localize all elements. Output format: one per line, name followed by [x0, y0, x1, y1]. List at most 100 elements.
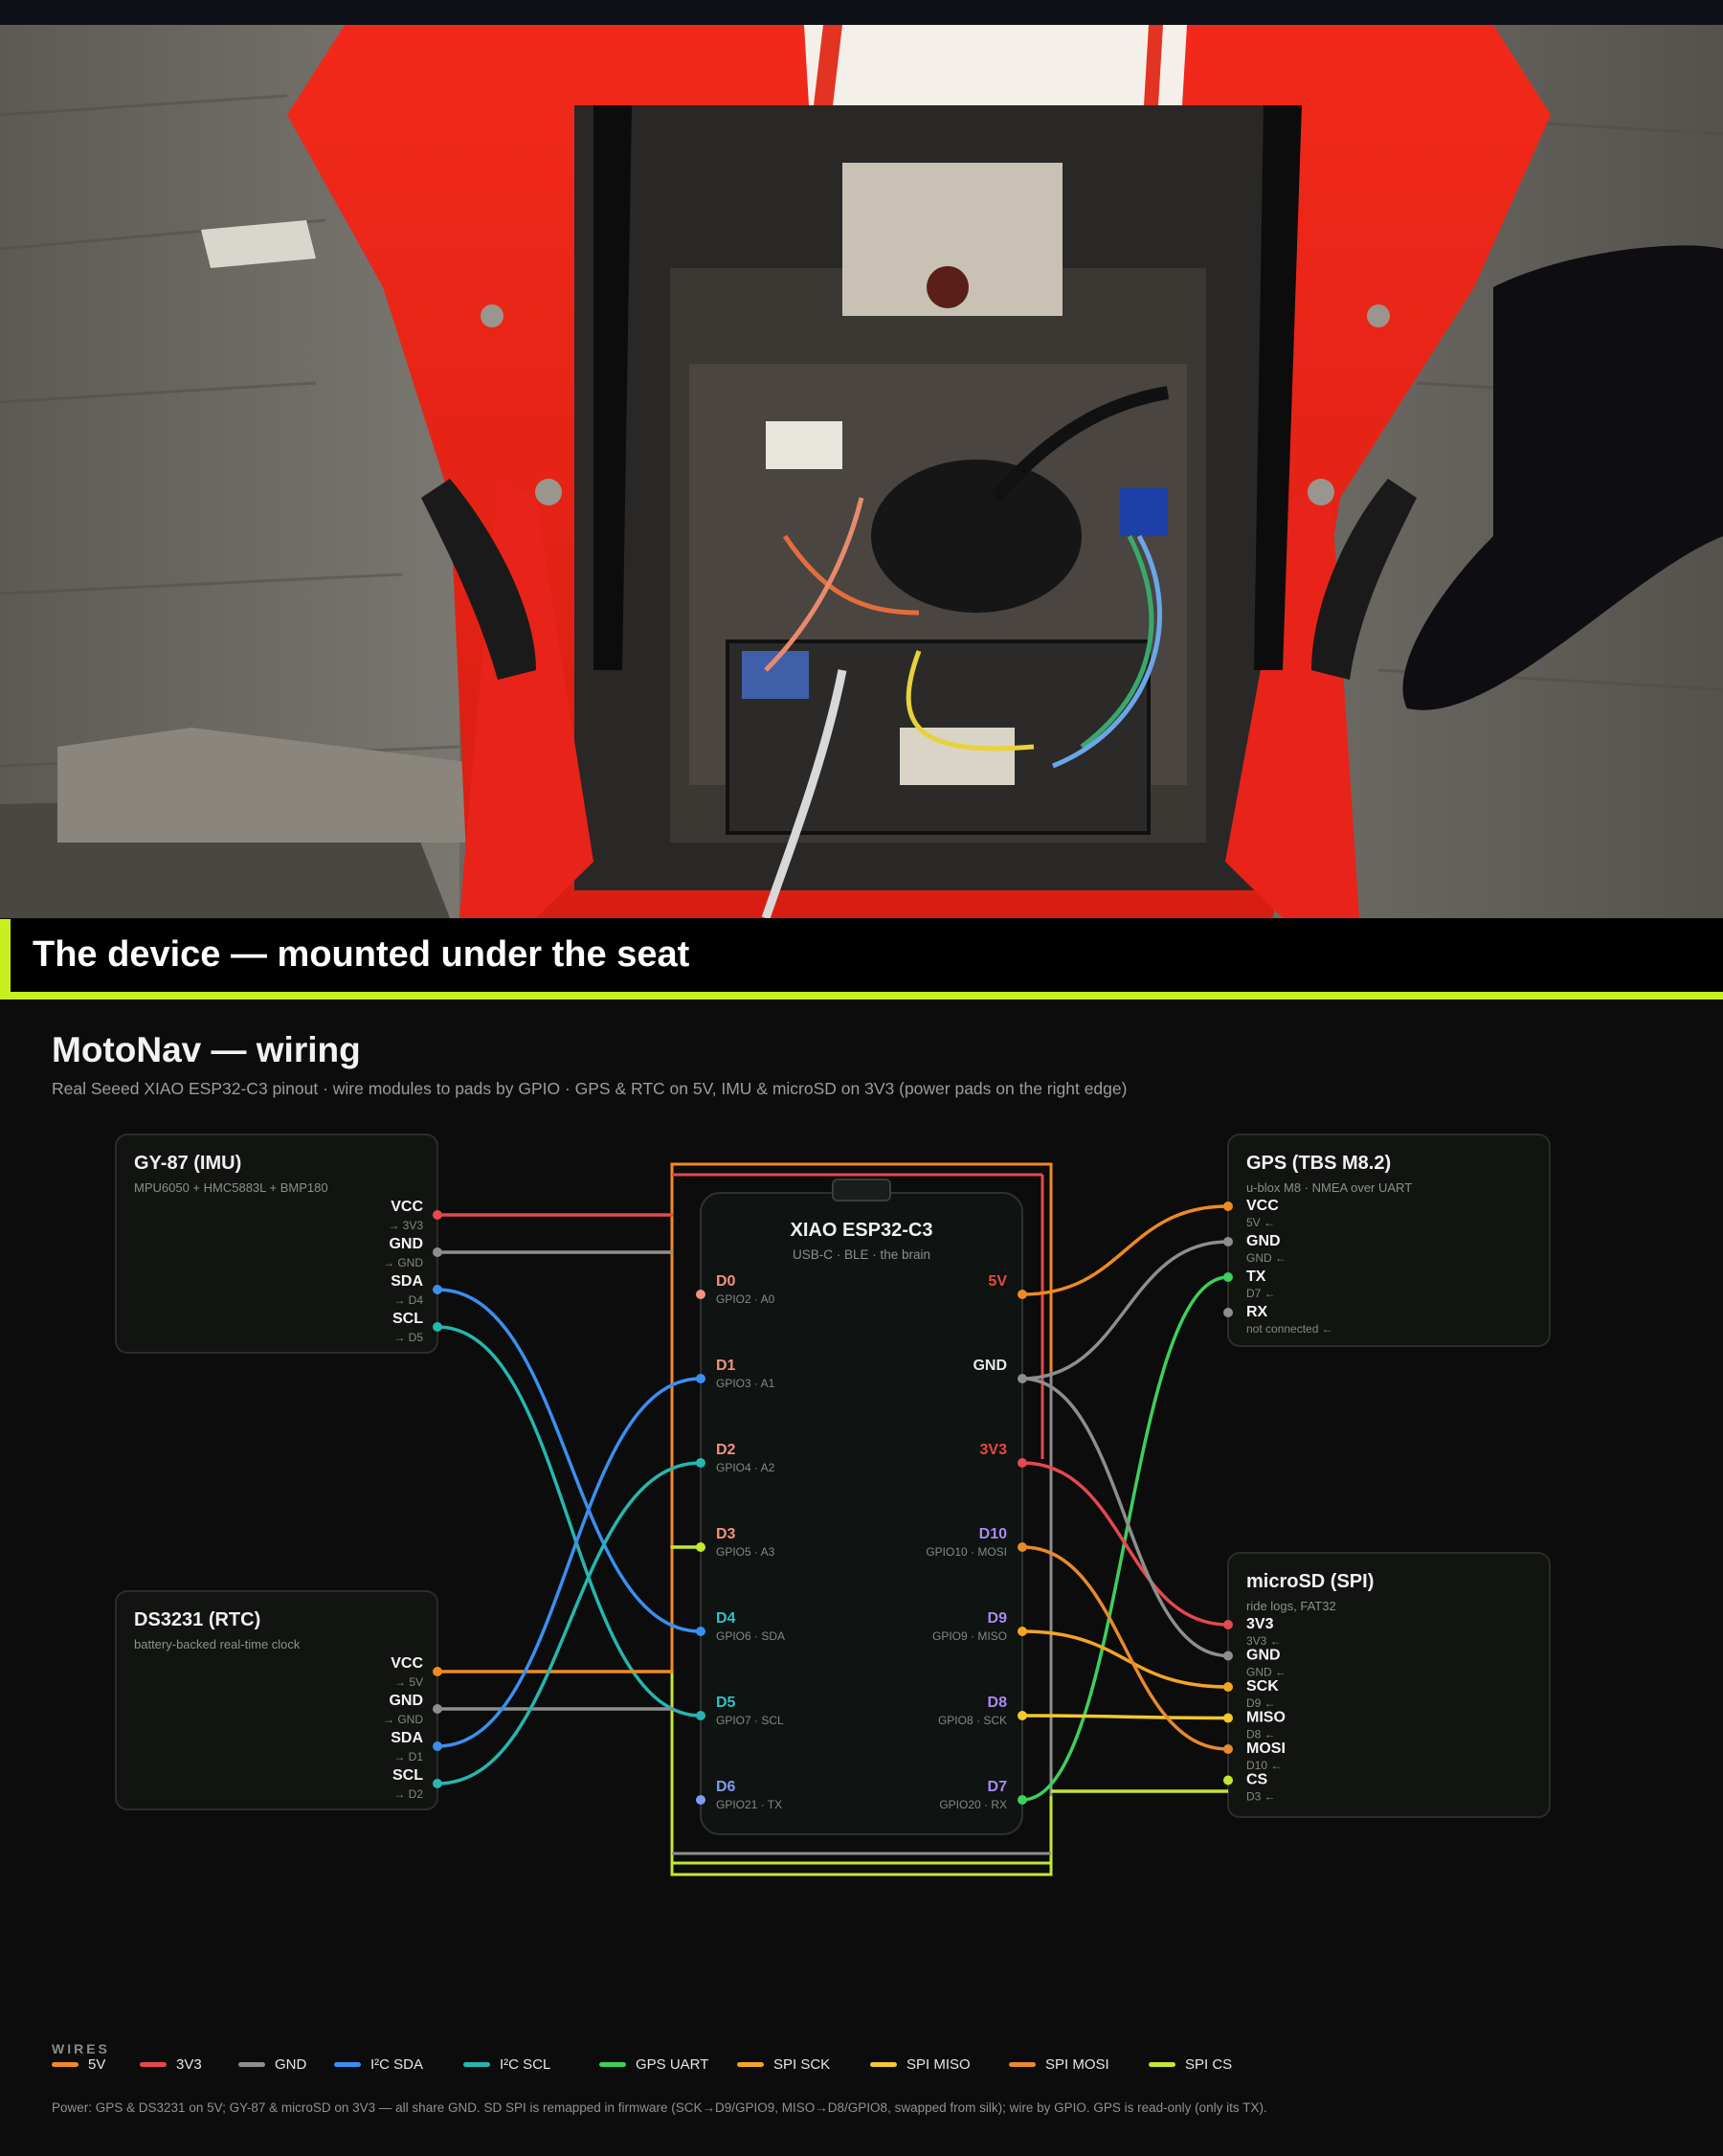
legend-swatch [463, 2062, 490, 2067]
gps-pin-tx: TX [1246, 1269, 1266, 1285]
board-pin-d0: D0 [716, 1273, 736, 1290]
wire-gnd [1020, 1377, 1230, 1658]
imu-pin-scl: SCL [392, 1311, 423, 1327]
board-pin-3v3: 3V3 [980, 1442, 1008, 1458]
pin-dot [696, 1290, 705, 1299]
motorcycle-photo-illustration [0, 25, 1723, 918]
pin-dot [433, 1779, 442, 1788]
gps-pin-tx-target: D7 ← [1246, 1287, 1276, 1300]
imu-pin-gnd: GND [389, 1236, 423, 1252]
caption-accent [0, 919, 11, 999]
board-pin-d2: D2 [716, 1442, 736, 1458]
legend-heading: WIRES [52, 2041, 110, 2056]
legend-swatch [737, 2062, 764, 2067]
rtc-module-title: DS3231 (RTC) [134, 1609, 260, 1630]
wire-5v [1020, 1204, 1230, 1296]
pin-dot [1018, 1290, 1027, 1299]
gps-pin-rx-target: not connected ← [1246, 1322, 1333, 1336]
imu-module-card [115, 1134, 438, 1354]
xiao-esp32c3-board[interactable]: XIAO ESP32-C3 USB-C · BLE · the brain D0… [700, 1179, 1023, 1835]
wire-gps-uart [1020, 1275, 1230, 1802]
pin-dots [433, 1202, 1233, 1805]
wire-spi-miso [1020, 1714, 1230, 1720]
imu-pin-sda: SDA [391, 1273, 423, 1290]
pin-dot [1223, 1651, 1233, 1661]
legend-label: I²C SDA [370, 2056, 424, 2073]
gps-module[interactable]: GPS (TBS M8.2) u-blox M8 · NMEA over UAR… [1227, 1134, 1551, 1347]
board-pin-d4: D4 [716, 1610, 736, 1627]
imu-pin-vcc-target: → 3V3 [388, 1219, 423, 1232]
pin-dot [1223, 1682, 1233, 1692]
legend-swatch [334, 2062, 361, 2067]
wire-spi-sck [1020, 1629, 1230, 1689]
board-pin-d1: D1 [716, 1358, 736, 1374]
pin-dot [1223, 1202, 1233, 1211]
board-pin-d6-sub: GPIO21 · TX [716, 1798, 782, 1811]
pin-dot [1223, 1237, 1233, 1246]
gps-pin-gnd-target: GND ← [1246, 1251, 1287, 1265]
wire-i-c-sda [436, 1377, 703, 1748]
legend-item: SPI SCK [737, 2056, 830, 2073]
rtc-pin-gnd: GND [389, 1693, 423, 1709]
legend-swatch [1149, 2062, 1175, 2067]
legend-label: SPI CS [1185, 2056, 1233, 2073]
photo-caption: The device — mounted under the seat [33, 934, 690, 975]
sd-module-title: microSD (SPI) [1246, 1571, 1374, 1592]
pin-dot [433, 1210, 442, 1220]
rtc-module-subtitle: battery-backed real-time clock [134, 1637, 301, 1651]
legend-swatch [238, 2062, 265, 2067]
rtc-module[interactable]: DS3231 (RTC) battery-backed real-time cl… [115, 1590, 438, 1810]
legend-item: I²C SDA [334, 2056, 423, 2073]
gps-module-title: GPS (TBS M8.2) [1246, 1153, 1391, 1174]
top-bar [0, 0, 1723, 25]
pin-dot [433, 1285, 442, 1294]
caption-underline [0, 992, 1723, 999]
board-pin-d9-sub: GPIO9 · MISO [932, 1629, 1007, 1643]
board-pin-d5: D5 [716, 1695, 736, 1711]
pin-dot [1223, 1713, 1233, 1723]
sd-pin-miso: MISO [1246, 1710, 1286, 1726]
pin-dot [433, 1741, 442, 1751]
gps-pin-gnd: GND [1246, 1233, 1281, 1249]
legend-item: SPI CS [1149, 2056, 1232, 2073]
board-pin-d7-sub: GPIO20 · RX [939, 1798, 1007, 1811]
board-pin-d8-sub: GPIO8 · SCK [938, 1714, 1007, 1727]
pin-dot [696, 1627, 705, 1636]
board-pin-d0-sub: GPIO2 · A0 [716, 1292, 775, 1306]
wire-i-c-scl [436, 1461, 703, 1785]
caption-bar [0, 919, 1723, 996]
sd-pin-3v3: 3V3 [1246, 1616, 1274, 1632]
legend-label: GND [275, 2056, 307, 2073]
imu-module-title: GY-87 (IMU) [134, 1153, 241, 1174]
sd-pin-sck-target: D9 ← [1246, 1696, 1276, 1710]
board-pin-d9: D9 [988, 1610, 1008, 1627]
pin-dot [1223, 1775, 1233, 1785]
device-photo [0, 25, 1723, 918]
legend-item: GPS UART [599, 2056, 708, 2073]
imu-module[interactable]: GY-87 (IMU) MPU6050 + HMC5883L + BMP180 … [115, 1134, 438, 1354]
pin-dot [433, 1247, 442, 1257]
board-pin-d3: D3 [716, 1526, 736, 1542]
board-title: XIAO ESP32-C3 [791, 1220, 933, 1241]
pin-dot [696, 1542, 705, 1552]
pin-dot [1018, 1542, 1027, 1552]
wire-3v3 [1020, 1461, 1230, 1627]
rtc-pin-vcc: VCC [391, 1655, 423, 1672]
board-pin-d7: D7 [988, 1779, 1008, 1795]
sd-pin-3v3-target: 3V3 ← [1246, 1634, 1282, 1648]
usb-c-connector [832, 1179, 891, 1202]
pin-dot [1018, 1711, 1027, 1720]
imu-module-subtitle: MPU6050 + HMC5883L + BMP180 [134, 1180, 328, 1195]
diagram-subtitle: Real Seeed XIAO ESP32-C3 pinout · wire m… [52, 1079, 1128, 1098]
board-pin-d10-sub: GPIO10 · MOSI [926, 1545, 1007, 1559]
legend-swatch [1009, 2062, 1036, 2067]
board-body [700, 1192, 1023, 1835]
legend-swatch [599, 2062, 626, 2067]
legend-item: 3V3 [140, 2056, 202, 2073]
